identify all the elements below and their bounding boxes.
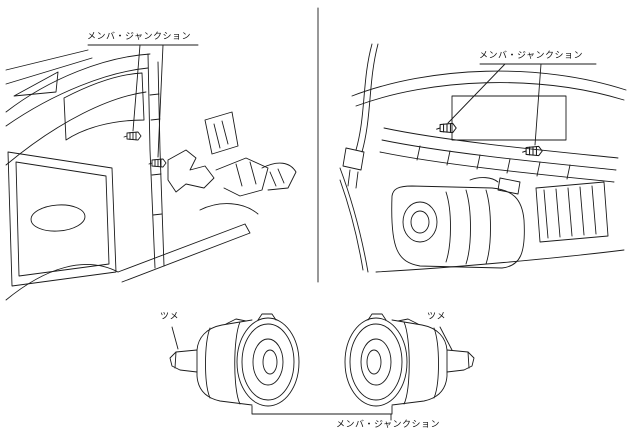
leader-lines-top-right (447, 63, 597, 146)
callout-member-junction-top-right: メンバ・ジャンクション (479, 51, 584, 61)
car-interior-illustration (5, 49, 297, 301)
callout-member-junction-bottom: メンバ・ジャンクション (336, 420, 441, 430)
junction-part-left (169, 313, 300, 407)
junction-connector-icon (148, 158, 167, 168)
junction-part-right (344, 313, 475, 407)
junction-connector-icon (436, 122, 457, 134)
callout-tab-left: ツメ (160, 312, 180, 322)
leader-lines-bottom (171, 326, 453, 421)
junction-parts-illustration (169, 313, 475, 407)
callout-member-junction-top-left: メンバ・ジャンクション (87, 32, 192, 42)
junction-connector-icon (522, 145, 543, 157)
callout-tab-right: ツメ (427, 312, 447, 322)
engine-bay-illustration (339, 43, 627, 273)
junction-connector-icon (123, 131, 142, 141)
leader-lines-top-left (87, 44, 199, 158)
